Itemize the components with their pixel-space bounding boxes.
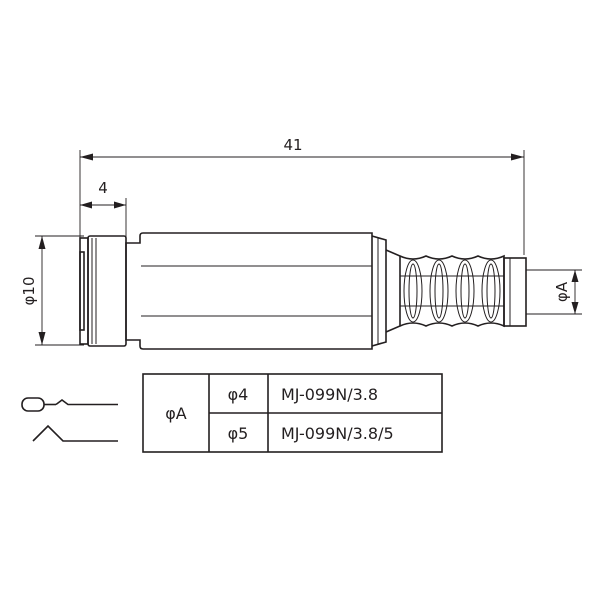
spec-row-1-diameter: φ4 <box>228 385 249 404</box>
spec-row-1-model: MJ-099N/3.8 <box>281 385 378 404</box>
body-diameter-label: φ10 <box>20 277 38 306</box>
overall-length-label: 41 <box>283 136 302 154</box>
spec-row-2-model: MJ-099N/3.8/5 <box>281 424 394 443</box>
spec-table-header: φA <box>165 404 187 423</box>
jack-front-cap <box>79 235 127 347</box>
cable-diameter-dimension: φA <box>526 269 582 315</box>
front-length-dimension: 4 <box>80 179 127 238</box>
body-diameter-dimension: φ10 <box>20 235 84 346</box>
jack-schematic-icon <box>21 397 118 442</box>
jack-main-body <box>125 232 387 350</box>
overall-length-dimension: 41 <box>79 136 525 255</box>
cable-diameter-label: φA <box>553 281 571 302</box>
front-length-label: 4 <box>98 179 108 197</box>
spec-row-2-diameter: φ5 <box>228 424 249 443</box>
jack-strain-relief <box>385 249 527 333</box>
spec-table: φA φ4 MJ-099N/3.8 φ5 MJ-099N/3.8/5 <box>142 373 443 453</box>
